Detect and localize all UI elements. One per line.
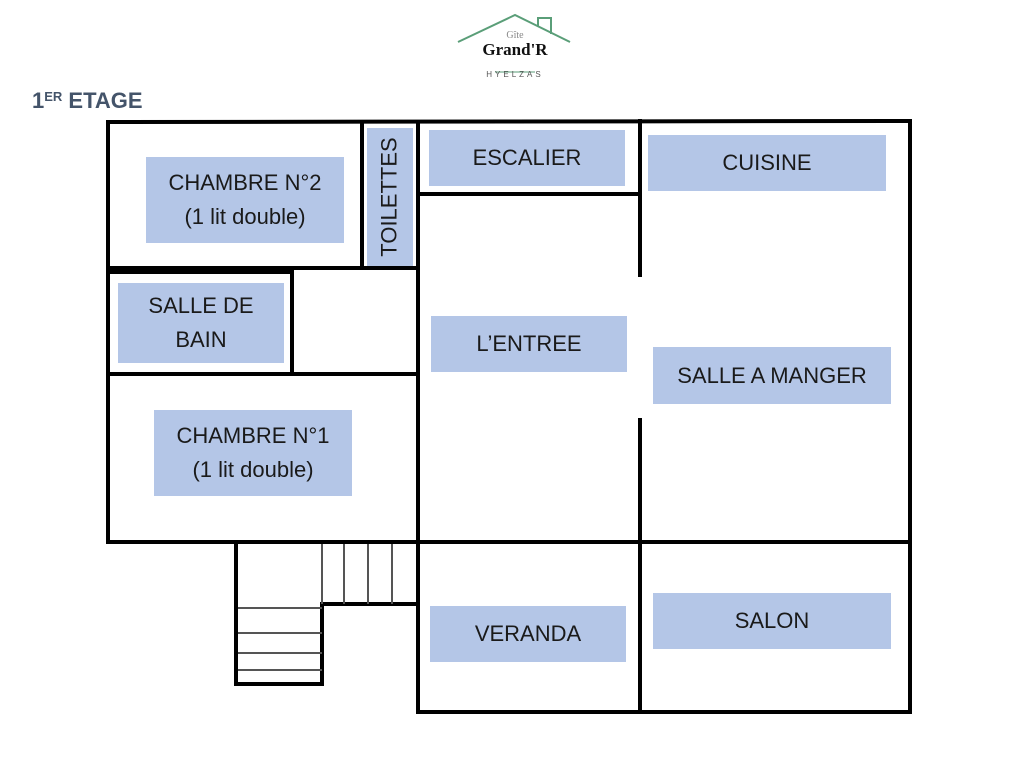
logo-text-gite: Gîte [506, 30, 524, 41]
house-roof-icon [457, 13, 571, 73]
floor-title: 1ER ETAGE [32, 88, 143, 113]
room-escalier: ESCALIER [429, 130, 625, 186]
room-chambre-2: CHAMBRE N°2(1 lit double) [146, 157, 344, 243]
room-entree: L’ENTREE [431, 316, 627, 372]
room-toilettes: TOILETTES [367, 128, 413, 266]
room-salle-a-manger: SALLE A MANGER [653, 347, 891, 404]
room-veranda: VERANDA [430, 606, 626, 662]
logo: Gîte Grand'R HYELZAS [450, 12, 580, 84]
room-chambre-1: CHAMBRE N°1(1 lit double) [154, 410, 352, 496]
room-salon: SALON [653, 593, 891, 649]
room-cuisine: CUISINE [648, 135, 886, 191]
logo-text-grandr: Grand'R [482, 40, 548, 59]
stair-steps [238, 544, 393, 671]
logo-text-hyelzas: HYELZAS [486, 70, 544, 79]
